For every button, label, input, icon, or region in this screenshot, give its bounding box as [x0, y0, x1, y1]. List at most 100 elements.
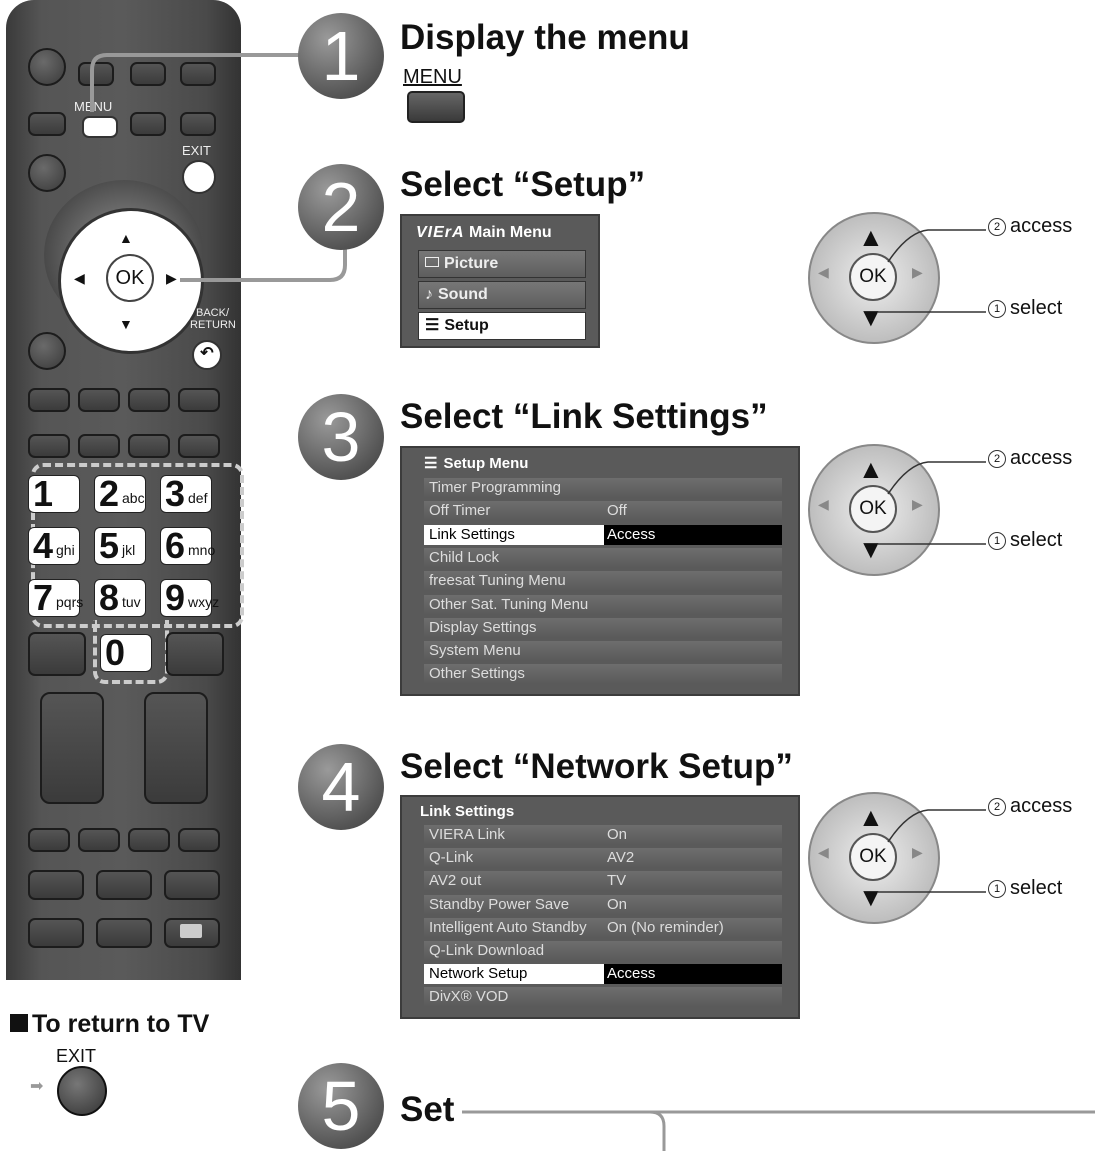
step-3-number: 3	[298, 394, 384, 480]
menu-row-label: Timer Programming	[424, 478, 606, 498]
menu-row-label: Network Setup	[424, 964, 606, 985]
remote-button[interactable]	[28, 632, 86, 676]
ok-pad-center[interactable]: OK	[849, 253, 897, 301]
up-arrow-icon: ▲	[858, 454, 884, 484]
menu-row-value: On	[604, 894, 782, 915]
menu-row-label: Other Sat. Tuning Menu	[424, 594, 606, 615]
ok-button[interactable]: OK	[106, 254, 154, 302]
remote-button[interactable]	[78, 388, 120, 412]
ok-pad: OK▲▼◀▶	[808, 212, 940, 344]
select-number: 1	[988, 880, 1006, 898]
ok-pad-leader-lines	[878, 809, 986, 893]
remote-button[interactable]	[164, 918, 220, 948]
power-button[interactable]	[28, 48, 66, 86]
remote-button[interactable]	[28, 112, 66, 136]
remote-button[interactable]	[78, 828, 120, 852]
remote-button[interactable]	[28, 870, 84, 900]
ok-pad: OK▲▼◀▶	[808, 792, 940, 924]
return-label: RETURN	[190, 319, 236, 331]
up-arrow-icon: ▲	[858, 222, 884, 252]
menu-row-value	[604, 941, 782, 961]
left-arrow-icon: ◀	[818, 496, 829, 512]
remote-button[interactable]	[178, 434, 220, 458]
menu-button[interactable]	[82, 116, 118, 138]
remote-button[interactable]	[96, 918, 152, 948]
exit-button-illustration[interactable]	[57, 1066, 107, 1116]
ok-pad: OK▲▼◀▶	[808, 444, 940, 576]
remote-button[interactable]	[128, 828, 170, 852]
return-icon[interactable]: ↶	[192, 340, 222, 370]
remote-button[interactable]	[128, 434, 170, 458]
square-bullet-icon	[10, 1014, 28, 1032]
ok-connector	[180, 230, 347, 282]
remote-button[interactable]	[164, 870, 220, 900]
menu-row-label: Q-Link Download	[424, 941, 606, 961]
left-arrow-icon[interactable]: ◀	[74, 270, 85, 286]
channel-rocker[interactable]	[144, 692, 208, 804]
down-arrow-icon[interactable]: ▼	[119, 316, 133, 332]
remote-round-button[interactable]	[28, 332, 66, 370]
right-arrow-icon[interactable]: ▶	[166, 270, 177, 286]
select-number: 1	[988, 300, 1006, 318]
remote-button[interactable]	[28, 828, 70, 852]
remote-button[interactable]	[180, 112, 216, 136]
remote-button[interactable]	[178, 388, 220, 412]
menu-row-label: System Menu	[424, 641, 606, 662]
access-number: 2	[988, 798, 1006, 816]
exit-button[interactable]	[182, 160, 216, 194]
return-exit-label: EXIT	[56, 1046, 97, 1066]
remote-button[interactable]	[78, 62, 114, 86]
remote-button[interactable]	[96, 870, 152, 900]
volume-rocker[interactable]	[40, 692, 104, 804]
remote-button[interactable]	[128, 388, 170, 412]
remote-button[interactable]	[180, 62, 216, 86]
main-menu-item-setup[interactable]: ☰Setup	[418, 312, 586, 340]
set-branch	[649, 1110, 666, 1151]
key-0[interactable]: 0	[100, 634, 152, 672]
remote-button[interactable]	[130, 62, 166, 86]
menu-row-value	[604, 478, 782, 498]
remote-button[interactable]	[178, 828, 220, 852]
main-menu-item-sound[interactable]: ♪Sound	[418, 281, 586, 309]
step-4-number: 4	[298, 744, 384, 830]
viera-logo: VIErA	[416, 224, 465, 241]
main-menu-panel: VIErA Main Menu Picture ♪Sound ☰Setup	[400, 214, 600, 348]
down-arrow-icon: ▼	[858, 534, 884, 564]
ok-pad-leader-lines	[878, 461, 986, 545]
main-menu-item-label: Picture	[444, 255, 499, 272]
main-menu-item-label: Setup	[444, 317, 489, 334]
remote-button[interactable]	[78, 434, 120, 458]
main-menu-item-picture[interactable]: Picture	[418, 250, 586, 278]
step-2-number: 2	[298, 164, 384, 250]
key-1[interactable]: 1	[28, 475, 80, 513]
remote-round-button[interactable]	[28, 154, 66, 192]
remote-button[interactable]	[166, 632, 224, 676]
menu-row-value: On (No reminder)	[604, 917, 782, 938]
remote-button[interactable]	[28, 388, 70, 412]
list-icon: ☰	[425, 317, 440, 334]
menu-row-value: On	[604, 825, 782, 845]
remote-button[interactable]	[28, 918, 84, 948]
remote-button[interactable]	[130, 112, 166, 136]
remote-button[interactable]	[28, 434, 70, 458]
right-arrow-icon: ▶	[912, 844, 923, 860]
menu-row-label: Q-Link	[424, 848, 606, 869]
menu-button-illustration[interactable]	[407, 91, 465, 123]
menu-row-label: AV2 out	[424, 871, 606, 892]
menu-row-label: VIERA Link	[424, 825, 606, 845]
up-arrow-icon[interactable]: ▲	[119, 230, 133, 246]
menu-row-label: Display Settings	[424, 617, 606, 638]
